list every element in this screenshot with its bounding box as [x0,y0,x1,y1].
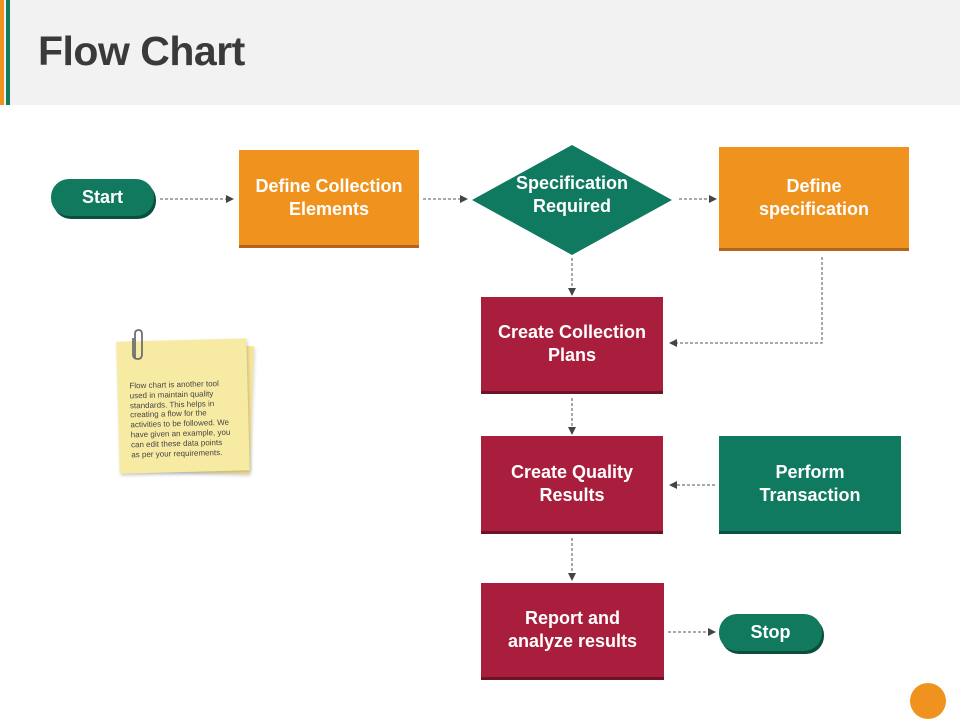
report-and-analyze-box: Report and analyze results [481,583,664,680]
specification-required-decision: Specification Required [472,145,672,255]
stop-terminal: Stop [719,614,822,651]
arrow-define-spec-to-collection-plans [669,257,823,347]
decision-diamond-shape [472,145,672,255]
create-quality-results-box: Create Quality Results [481,436,663,534]
define-collection-elements-box: Define Collection Elements [239,150,419,248]
create-collection-plans-box: Create Collection Plans [481,297,663,394]
page-title: Flow Chart [38,28,245,74]
specification-required-label: Specification Required [515,173,629,216]
header-bar: Flow Chart [0,0,960,105]
header-accent-orange [0,0,4,105]
perform-transaction-box: Perform Transaction [719,436,901,534]
paperclip-icon [132,329,143,360]
header-accent-green [6,0,10,105]
decorative-orange-dot [910,683,946,719]
sticky-note-text: Flow chart is another tool used in maint… [129,379,231,459]
start-terminal: Start [51,179,154,216]
sticky-note: Flow chart is another tool used in maint… [116,329,258,481]
define-specification-box: Define specification [719,147,909,251]
